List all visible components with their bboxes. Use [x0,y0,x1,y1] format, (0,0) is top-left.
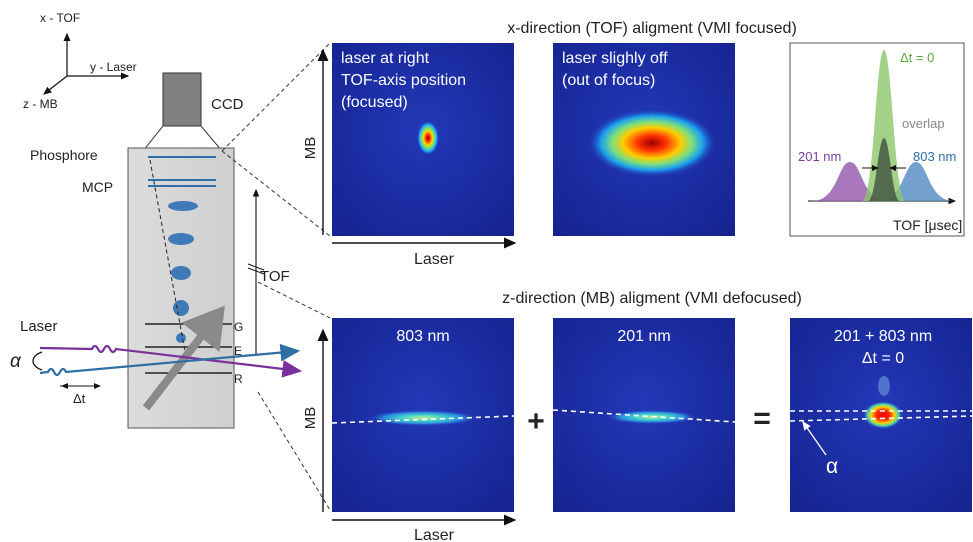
trajectory-line [149,159,187,358]
inset-axis-label: TOF [μsec] [893,217,962,233]
panel-focused-line-3: (focused) [341,94,408,111]
top-mb-label: MB [302,137,319,160]
peak-overlap-dt0 [862,50,906,201]
peak-overlap-dark [868,138,900,201]
bottom-mb-axis: MB [302,328,329,512]
inset-201-label: 201 nm [798,149,841,164]
laser-label: Laser [20,318,58,335]
inset-overlap-label: overlap [902,116,945,131]
inset-dt-label: Δt = 0 [900,50,934,65]
panel-201-label: 201 nm [617,328,670,345]
ccd-lens [141,125,224,152]
ccd-camera [162,72,202,127]
vmi-apparatus: CCD Phosphore MCP G E R TOF [10,72,303,429]
alpha-arc [32,351,43,371]
vacuum-chamber [127,147,235,429]
ion-cloud-1 [168,201,198,211]
top-laser-label: Laser [414,251,455,268]
panel-201nm: 201 nm [552,318,736,512]
bottom-laser-label: Laser [414,527,455,542]
ion-cloud-3 [171,266,191,280]
axis-x-label: x - TOF [40,11,80,25]
panel-out-line-1: laser slighly off [562,50,668,67]
axis-y-label: y - Laser [90,60,137,74]
panel-combined: 201 + 803 nm Δt = 0 α [789,318,973,512]
inset-803-label: 803 nm [913,149,956,164]
panel-combined-label: 201 + 803 nm [834,328,932,345]
projection-lines [221,42,331,511]
panel-803-label: 803 nm [396,328,449,345]
tof-overlap-inset: Δt = 0 overlap 201 nm 803 nm TOF [μsec] [789,42,965,237]
tof-label: TOF [260,268,290,285]
bottom-laser-axis: Laser [332,514,517,542]
equals-sign: = [753,402,771,435]
coordinate-axes: x - TOF y - Laser z - MB [23,11,137,111]
axis-z-label: z - MB [23,97,58,111]
panel-focused: laser at right TOF-axis position (focuse… [332,43,514,236]
panel-out-line-2: (out of focus) [562,72,655,89]
electrode-r-label: R [234,372,243,386]
delta-t-label: Δt [73,391,86,406]
top-row-title: x-direction (TOF) aligment (VMI focused) [507,20,797,37]
phosphore-label: Phosphore [30,147,98,163]
panel-803nm: 803 nm [331,318,515,512]
laser-beam-201nm [39,344,303,378]
panel-out-of-focus: laser slighly off (out of focus) [553,43,735,236]
panel-focused-line-1: laser at right [341,50,430,67]
ion-cloud-5 [176,333,186,343]
top-laser-axis: Laser [332,237,517,268]
mcp-label: MCP [82,179,113,195]
alpha-pointer [802,420,827,456]
top-mb-axis: MB [302,48,329,235]
ion-cloud-4 [173,300,189,316]
electrode-g-label: G [234,320,243,334]
laser-beam-803nm [39,343,301,377]
molecular-beam-arrow [142,305,225,411]
ccd-label: CCD [211,96,244,113]
plus-sign: + [527,405,545,438]
electrode-e-label: E [234,344,242,358]
panel-focused-line-2: TOF-axis position [341,72,466,89]
panel-combined-sublabel: Δt = 0 [862,350,904,367]
alpha-label: α [10,351,22,372]
bottom-row-title: z-direction (MB) aligment (VMI defocused… [502,290,802,307]
ion-cloud-2 [168,233,194,245]
bottom-mb-label: MB [302,407,319,430]
panel-alpha-label: α [826,455,838,478]
